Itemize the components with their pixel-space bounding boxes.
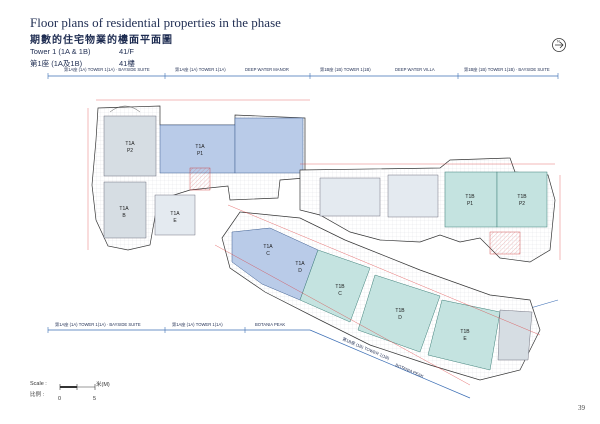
- unit-t1b-p2-name: T1B: [517, 194, 527, 200]
- bottom-band-seg3: BOTANIA PEAK: [255, 322, 285, 327]
- tower-1b-wing: [299, 157, 556, 263]
- scale-label-en: Scale :: [30, 381, 47, 387]
- unit-t1a-b-name: T1A: [119, 206, 129, 212]
- scale-label-zh: 比例 :: [30, 392, 45, 398]
- scale-tick-0: 0: [58, 396, 62, 402]
- unit-t1b-d-sub: D: [398, 315, 402, 321]
- unit-t1a-p1-sub: P1: [197, 151, 203, 157]
- unit-t1b-d-name: T1B: [395, 308, 405, 314]
- unit-t1a-p2-sub: P2: [127, 148, 133, 154]
- top-band-seg1: 第1A座 (1A) TOWER 1(1A) · BAYSIDE SUITE: [64, 66, 150, 73]
- page-number: 39: [578, 404, 585, 412]
- top-band-seg3: 第1B座 (1B) TOWER 1(1B): [320, 66, 371, 73]
- unit-t1a-p1-name: T1A: [195, 144, 205, 150]
- unit-t1a-d-sub: D: [298, 268, 302, 274]
- dimension-lines: [87, 99, 561, 386]
- floor-label-en: 41/F: [119, 47, 135, 56]
- bottom-band: 第1A座 (1A) TOWER 1(1A) · BAYSIDE SUITE 第1…: [47, 321, 310, 333]
- top-band-seg2: 第1A座 (1A) TOWER 1(1A): [175, 66, 226, 73]
- scale-tick-5: 5: [93, 396, 97, 402]
- unit-t1b-p2-sub: P2: [519, 201, 525, 207]
- diag-band-seg2: BOTANIA PEAK: [395, 362, 425, 378]
- scale-unit: 米(M): [96, 382, 110, 388]
- unit-t1b-p1-sub: P1: [467, 201, 473, 207]
- unit-t1b-c-sub: C: [338, 291, 342, 297]
- tower-1a-wing: [91, 105, 306, 251]
- floor-label-zh: 41樓: [119, 59, 135, 68]
- unit-t1a-p2-name: T1A: [125, 141, 135, 147]
- unit-t1b-p1-name: T1B: [465, 194, 475, 200]
- top-band-seg2-name: DEEP WATER MANOR: [245, 67, 289, 72]
- top-band-seg4: 第1B座 (1B) TOWER 1(1B) · BAYSIDE SUITE: [464, 66, 550, 73]
- svg-text:N: N: [557, 39, 560, 44]
- unit-t1b-e-sub: E: [463, 336, 467, 342]
- top-band: 第1A座 (1A) TOWER 1(1A) · BAYSIDE SUITE 第1…: [47, 66, 559, 79]
- bottom-band-seg2: 第1A座 (1A) TOWER 1(1A): [172, 321, 223, 328]
- tower-label-zh: 第1座 (1A及1B): [30, 59, 83, 68]
- north-arrow-icon: N: [552, 38, 566, 52]
- diagonal-wing: [221, 211, 541, 381]
- bottom-band-seg1: 第1A座 (1A) TOWER 1(1A) · BAYSIDE SUITE: [55, 321, 141, 328]
- unit-t1b-c-name: T1B: [335, 284, 345, 290]
- unit-t1b-e-name: T1B: [460, 329, 470, 335]
- unit-t1a-c-sub: C: [266, 251, 270, 257]
- unit-t1a-b-sub: B: [122, 213, 126, 219]
- unit-t1a-e-name: T1A: [170, 211, 180, 217]
- tower-label-en: Tower 1 (1A & 1B): [30, 47, 91, 56]
- scale-bar: [59, 384, 96, 390]
- unit-t1a-d-name: T1A: [295, 261, 305, 267]
- page-title-en: Floor plans of residential properties in…: [30, 15, 281, 30]
- unit-t1a-c-name: T1A: [263, 244, 273, 250]
- page-title-zh: 期數的住宅物業的樓面平面圖: [30, 35, 173, 46]
- unit-t1a-e-sub: E: [173, 218, 177, 224]
- top-band-seg3-name: DEEP WATER VILLA: [395, 67, 435, 72]
